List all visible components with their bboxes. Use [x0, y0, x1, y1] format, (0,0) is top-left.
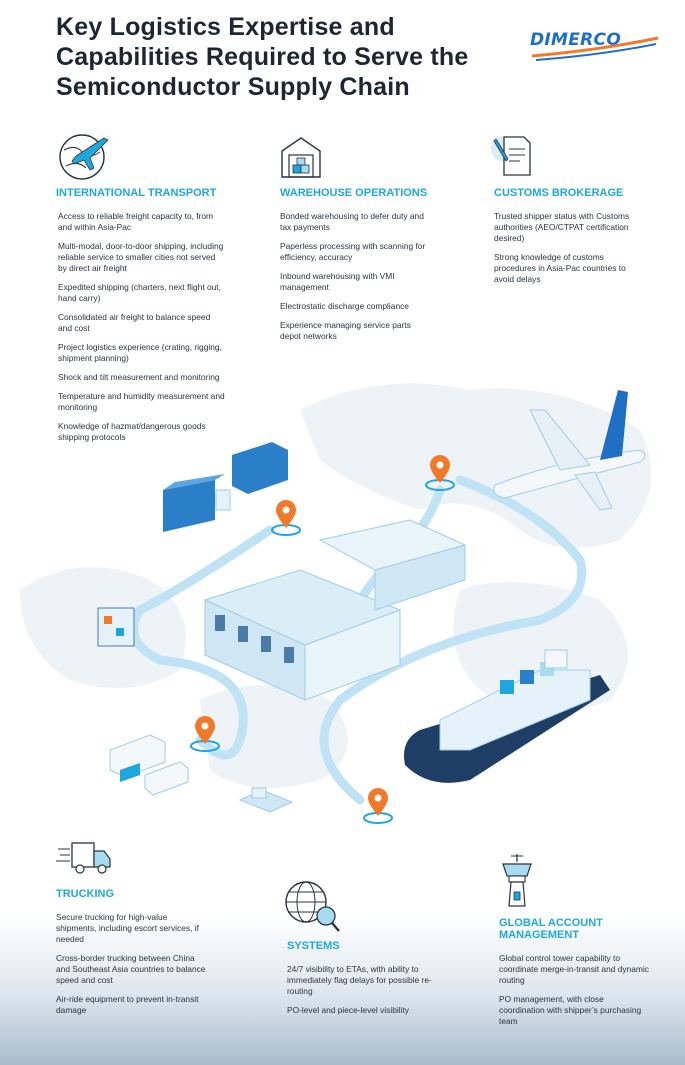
- list-item: Paperless processing with scanning for e…: [280, 241, 426, 262]
- warehouse-building: [203, 519, 467, 701]
- storage-racks: [97, 607, 135, 647]
- list-item: Global control tower capability to coord…: [499, 953, 649, 985]
- list-item: PO management, with close coordination w…: [499, 994, 642, 1026]
- section-title: TRUCKING: [56, 888, 115, 900]
- list-item: Trusted shipper status with Customs auth…: [494, 211, 630, 243]
- section-international-transport: INTERNATIONAL TRANSPORT Access to reliab…: [56, 187, 226, 451]
- list-item: PO-level and piece-level visibility: [287, 1005, 409, 1015]
- page-title: Key Logistics Expertise and Capabilities…: [56, 13, 469, 101]
- section-global-account-management: GLOBAL ACCOUNT MANAGEMENT Global control…: [499, 917, 649, 1035]
- location-pins: [190, 455, 455, 824]
- truck-icon: [56, 835, 114, 877]
- supply-chain-illustration: [20, 383, 652, 824]
- cargo-airplane: [493, 390, 646, 511]
- section-title: INTERNATIONAL TRANSPORT: [56, 187, 217, 199]
- location-pin-icon: [425, 455, 455, 491]
- list-item: Cross-border trucking between China and …: [56, 953, 206, 985]
- dimerco-logo: DIMERCO: [530, 28, 660, 64]
- list-item: Consolidated air freight to balance spee…: [58, 312, 211, 333]
- list-item: Multi-modal, door-to-door shipping, incl…: [58, 241, 224, 273]
- world-map-background: [20, 383, 652, 788]
- location-pin-icon: [271, 500, 301, 536]
- list-item: Strong knowledge of customs procedures i…: [494, 252, 626, 284]
- section-title: CUSTOMS BROKERAGE: [494, 187, 624, 199]
- cargo-ship: [404, 649, 610, 783]
- section-title: SYSTEMS: [287, 940, 340, 952]
- list-item: Shock and tilt measurement and monitorin…: [58, 372, 220, 382]
- location-pin-icon: [363, 788, 393, 824]
- section-trucking: TRUCKING Secure trucking for high-value …: [56, 888, 206, 1024]
- cargo-truck: [163, 442, 288, 532]
- section-customs-brokerage: CUSTOMS BROKERAGE Trusted shipper status…: [494, 187, 642, 293]
- delivery-vans: [109, 734, 189, 796]
- logo-swoosh-icon: [531, 36, 659, 61]
- warehouse-icon: [280, 135, 322, 179]
- section-title: WAREHOUSE OPERATIONS: [280, 187, 428, 199]
- section-systems: SYSTEMS 24/7 visibility to ETAs, with ab…: [287, 940, 437, 1024]
- location-pin-icon: [190, 716, 220, 752]
- pallet-boxes: [238, 787, 294, 813]
- list-item: Bonded warehousing to defer duty and tax…: [280, 211, 424, 232]
- list-item: Project logistics experience (crating, r…: [58, 342, 222, 363]
- control-tower-icon: [497, 852, 537, 908]
- section-title: GLOBAL ACCOUNT MANAGEMENT: [499, 917, 603, 941]
- list-item: 24/7 visibility to ETAs, with ability to…: [287, 964, 432, 996]
- list-item: Knowledge of hazmat/dangerous goods ship…: [58, 421, 206, 442]
- list-item: Access to reliable freight capacity to, …: [58, 211, 214, 232]
- list-item: Air-ride equipment to prevent in-transit…: [56, 994, 199, 1015]
- list-item: Expedited shipping (charters, next fligh…: [58, 282, 221, 303]
- globe-magnifier-icon: [284, 878, 342, 934]
- list-item: Experience managing service parts depot …: [280, 320, 411, 341]
- globe-plane-icon: [56, 130, 114, 182]
- list-item: Secure trucking for high-value shipments…: [56, 912, 199, 944]
- section-warehouse-operations: WAREHOUSE OPERATIONS Bonded warehousing …: [280, 187, 430, 350]
- document-pen-icon: [490, 133, 534, 179]
- logo-text: DIMERCO: [530, 30, 622, 50]
- list-item: Temperature and humidity measurement and…: [58, 391, 225, 412]
- list-item: Electrostatic discharge compliance: [280, 301, 409, 311]
- list-item: Inbound warehousing with VMI management: [280, 271, 395, 292]
